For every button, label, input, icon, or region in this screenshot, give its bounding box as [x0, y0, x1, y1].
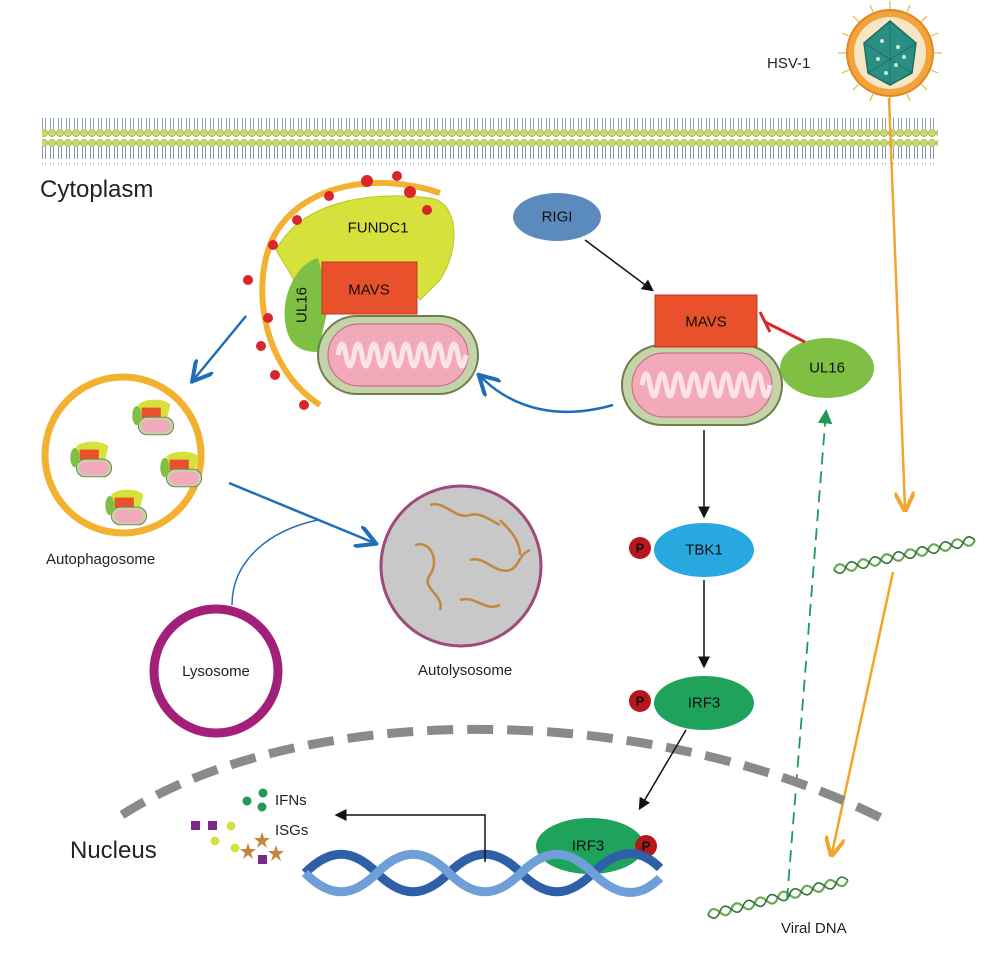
inhibition-bar	[758, 311, 772, 333]
ifns-markers	[242, 788, 268, 812]
ul16-expression-arrow	[786, 409, 833, 901]
phagophore-arc	[259, 179, 441, 408]
red-dots	[243, 171, 432, 410]
rigi-label: RIGI	[542, 209, 573, 226]
mitophagy-complex: UL16 MAVS FUNDC1	[243, 171, 479, 410]
lysosome-label: Lysosome	[182, 663, 250, 680]
viral-dna-label: Viral DNA	[781, 920, 847, 937]
transcription-arrow	[334, 809, 486, 862]
hsv1-label: HSV-1	[767, 55, 810, 72]
mini-complex-1	[70, 441, 113, 478]
mitochondrion-icon	[621, 344, 783, 426]
nuclear-envelope	[119, 724, 888, 825]
mavs-node	[654, 294, 758, 348]
ul16-left-label: UL16	[294, 287, 311, 323]
membrane-icon	[42, 118, 938, 164]
cytoplasm-label: Cytoplasm	[40, 176, 153, 203]
irf3-cyto-phospho-label: P	[636, 694, 645, 709]
autolysosome-label: Autolysosome	[418, 662, 512, 679]
autolysosome	[379, 484, 543, 648]
lysosome-fusion-line	[231, 519, 319, 606]
to-autophagosome-arrow	[195, 315, 247, 378]
tbk1-node	[654, 523, 754, 577]
irf3-nuclear-translocation-arrow	[638, 729, 687, 811]
irf3-cyto-node	[654, 676, 754, 730]
virus-entry-arrow	[887, 97, 905, 508]
rigi-to-mavs-arrow	[584, 239, 654, 292]
tbk1-label: TBK1	[685, 542, 723, 559]
rigi-node	[513, 193, 601, 241]
mavs-left-label: MAVS	[348, 282, 389, 299]
ul16-label: UL16	[809, 360, 845, 377]
tbk1-phospho-label: P	[636, 541, 645, 556]
mitochondrion-left-icon	[317, 315, 479, 395]
inhibition-line	[764, 320, 806, 344]
viral-dna-lower-icon	[706, 876, 849, 919]
viral-dna-release-arrow	[832, 571, 895, 853]
autophagosome	[41, 373, 205, 537]
irf3-cyto-phospho	[629, 690, 651, 712]
isgs-markers	[191, 821, 284, 864]
tbk1-phospho	[629, 537, 651, 559]
mitophagy-arrow	[482, 378, 614, 414]
virus-icon	[838, 1, 942, 105]
ul16-node	[780, 338, 874, 398]
fusion-arrow	[228, 481, 372, 542]
fundc1-label: FUNDC1	[348, 220, 409, 237]
ifns-label: IFNs	[275, 792, 307, 809]
irf3-nuc-label: IRF3	[572, 838, 605, 855]
isgs-label: ISGs	[275, 822, 308, 839]
nucleus-label: Nucleus	[70, 837, 157, 864]
irf3-cyto-label: IRF3	[688, 695, 721, 712]
irf3-nuc-phospho-label: P	[642, 839, 651, 854]
dna-helix-icon	[301, 849, 664, 897]
viral-dna-icon	[832, 536, 976, 574]
lysosome	[149, 604, 283, 738]
mavs-label: MAVS	[685, 314, 726, 331]
autophagosome-label: Autophagosome	[46, 551, 155, 568]
mavs-left-node	[321, 261, 418, 315]
